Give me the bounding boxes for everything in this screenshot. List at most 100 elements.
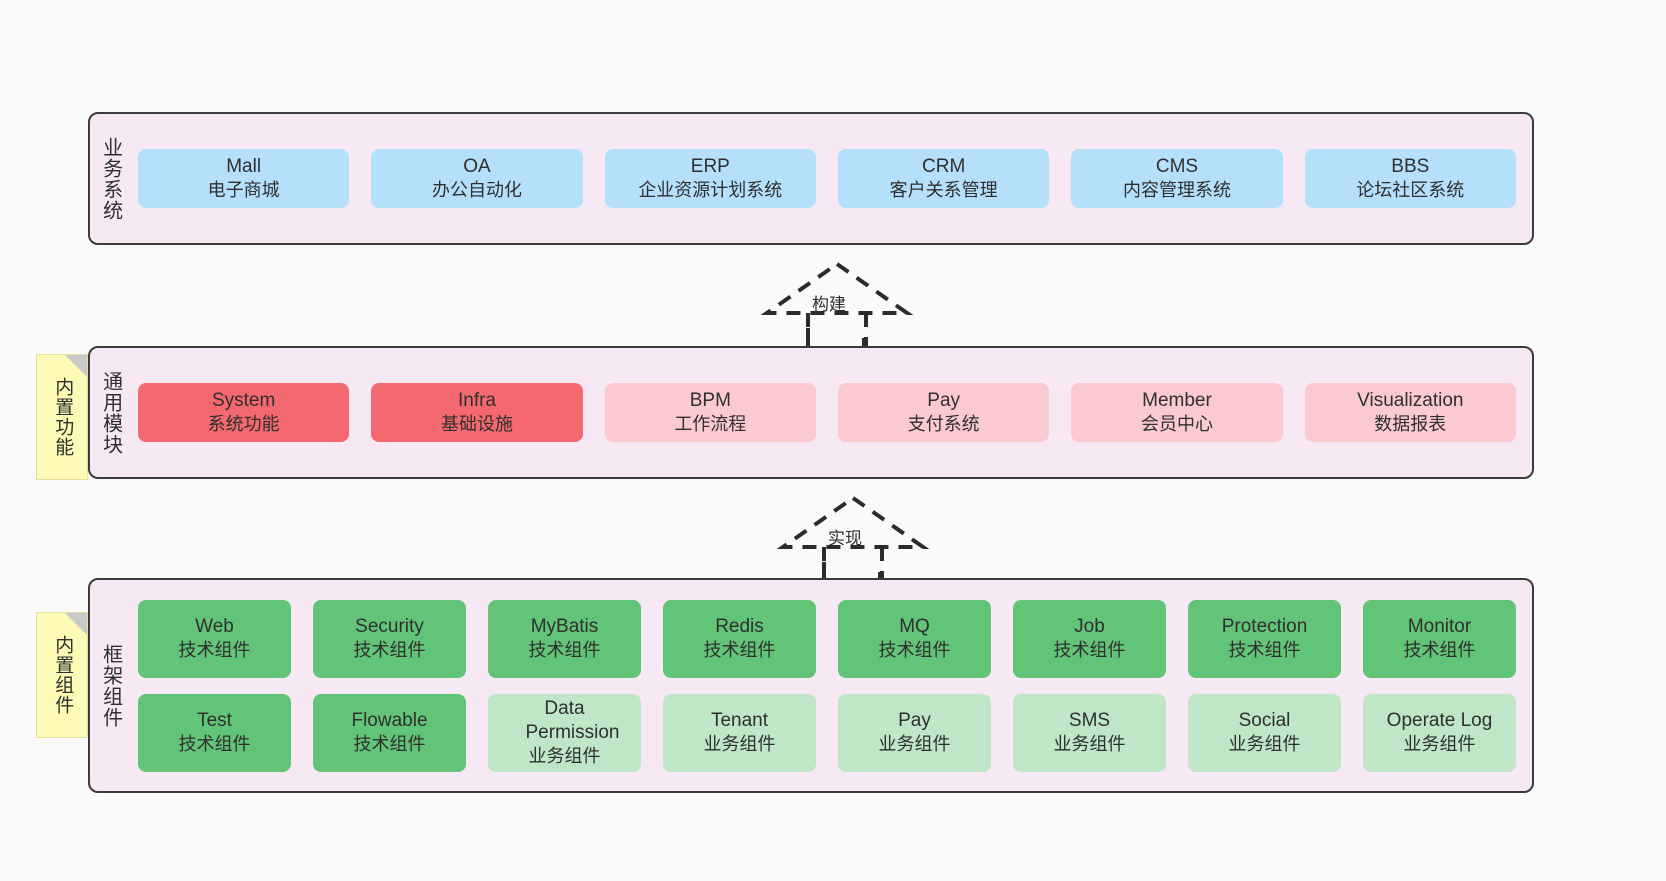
card-visualization-title: Visualization: [1357, 390, 1464, 412]
card-job-subtitle: 技术组件: [1053, 640, 1126, 661]
card-security-subtitle: 技术组件: [353, 640, 426, 661]
card-monitor-title: Monitor: [1407, 616, 1472, 638]
card-mybatis-title: MyBatis: [530, 616, 599, 638]
card-test[interactable]: Test 技术组件: [138, 693, 291, 772]
sticky-note-builtin-features-text: 内置功能: [52, 377, 74, 457]
card-security[interactable]: Security 技术组件: [313, 599, 466, 678]
card-pay-module-subtitle: 支付系统: [907, 414, 980, 435]
sticky-note-builtin-components: 内置组件: [36, 612, 88, 738]
card-erp-title: ERP: [690, 156, 730, 178]
card-cms[interactable]: CMS 内容管理系统: [1071, 149, 1283, 208]
card-web[interactable]: Web 技术组件: [138, 599, 291, 678]
card-redis-title: Redis: [715, 616, 764, 638]
card-flowable[interactable]: Flowable 技术组件: [313, 693, 466, 772]
card-crm-subtitle: 客户关系管理: [889, 180, 998, 201]
business-systems-row: Mall 电子商城 OA 办公自动化 ERP 企业资源计划系统 CRM 客户关系…: [138, 149, 1516, 208]
card-test-subtitle: 技术组件: [178, 734, 251, 755]
card-erp-subtitle: 企业资源计划系统: [638, 180, 783, 201]
card-sms-subtitle: 业务组件: [1053, 734, 1126, 755]
card-social-title: Social: [1238, 710, 1291, 732]
layer-body-framework-components: Web 技术组件 Security 技术组件 MyBatis 技术组件 Redi…: [130, 580, 1532, 791]
card-infra[interactable]: Infra 基础设施: [371, 383, 583, 442]
card-mq-subtitle: 技术组件: [878, 640, 951, 661]
common-modules-row: System 系统功能 Infra 基础设施 BPM 工作流程 Pay 支付系统…: [138, 383, 1516, 442]
framework-components-row-1: Web 技术组件 Security 技术组件 MyBatis 技术组件 Redi…: [138, 599, 1516, 678]
card-bbs-title: BBS: [1391, 156, 1430, 178]
card-mybatis-subtitle: 技术组件: [528, 640, 601, 661]
card-bbs-subtitle: 论坛社区系统: [1356, 180, 1465, 201]
connector-implement-label: 实现: [828, 529, 862, 548]
card-operate-log[interactable]: Operate Log 业务组件: [1363, 693, 1516, 772]
card-system[interactable]: System 系统功能: [138, 383, 350, 442]
card-member-subtitle: 会员中心: [1140, 414, 1213, 435]
card-job[interactable]: Job 技术组件: [1013, 599, 1166, 678]
sticky-note-builtin-components-text: 内置组件: [52, 635, 74, 715]
sticky-note-builtin-features: 内置功能: [36, 354, 88, 480]
card-mall-subtitle: 电子商城: [207, 180, 280, 201]
card-crm-title: CRM: [922, 156, 966, 178]
card-sms-title: SMS: [1068, 710, 1111, 732]
card-protection-title: Protection: [1221, 616, 1308, 638]
card-social[interactable]: Social 业务组件: [1188, 693, 1341, 772]
layer-framework-components: 框架组件 Web 技术组件 Security 技术组件 MyBatis 技术组件…: [88, 578, 1534, 793]
card-security-title: Security: [355, 616, 424, 638]
card-erp[interactable]: ERP 企业资源计划系统: [604, 149, 816, 208]
card-infra-subtitle: 基础设施: [440, 414, 513, 435]
card-social-subtitle: 业务组件: [1228, 734, 1301, 755]
card-member[interactable]: Member 会员中心: [1071, 383, 1283, 442]
card-mq[interactable]: MQ 技术组件: [838, 599, 991, 678]
card-oa-subtitle: 办公自动化: [431, 180, 522, 201]
card-pay-component-subtitle: 业务组件: [878, 734, 951, 755]
card-crm[interactable]: CRM 客户关系管理: [837, 149, 1050, 208]
card-pay-module-title: Pay: [927, 390, 961, 412]
card-mq-title: MQ: [899, 616, 930, 638]
card-bpm-title: BPM: [689, 390, 731, 412]
card-bpm[interactable]: BPM 工作流程: [604, 383, 816, 442]
card-data-permission[interactable]: Data Permission 业务组件: [488, 693, 641, 772]
framework-components-row-2: Test 技术组件 Flowable 技术组件 Data Permission …: [138, 693, 1516, 772]
layer-body-business-systems: Mall 电子商城 OA 办公自动化 ERP 企业资源计划系统 CRM 客户关系…: [130, 114, 1532, 243]
card-oa-title: OA: [463, 156, 491, 178]
card-tenant[interactable]: Tenant 业务组件: [663, 693, 816, 772]
layer-label-common-modules: 通用模块: [99, 370, 122, 455]
card-mall-title: Mall: [226, 156, 262, 178]
layer-body-common-modules: System 系统功能 Infra 基础设施 BPM 工作流程 Pay 支付系统…: [130, 348, 1532, 477]
card-mybatis[interactable]: MyBatis 技术组件: [488, 599, 641, 678]
card-redis-subtitle: 技术组件: [703, 640, 776, 661]
card-data-permission-subtitle: 业务组件: [528, 746, 601, 767]
card-pay-component[interactable]: Pay 业务组件: [838, 693, 991, 772]
card-data-permission-title: Data Permission: [525, 698, 620, 744]
card-tenant-subtitle: 业务组件: [703, 734, 776, 755]
card-bpm-subtitle: 工作流程: [674, 414, 747, 435]
card-protection-subtitle: 技术组件: [1228, 640, 1301, 661]
card-monitor-subtitle: 技术组件: [1403, 640, 1476, 661]
card-visualization-subtitle: 数据报表: [1374, 414, 1447, 435]
layer-common-modules: 通用模块 System 系统功能 Infra 基础设施 BPM 工作流程 Pay…: [88, 346, 1534, 479]
layer-business-systems: 业务系统 Mall 电子商城 OA 办公自动化 ERP 企业资源计划系统 CRM…: [88, 112, 1534, 245]
card-system-subtitle: 系统功能: [207, 414, 280, 435]
layer-label-business-systems: 业务系统: [99, 136, 122, 221]
connector-build-label: 构建: [812, 295, 846, 314]
card-web-subtitle: 技术组件: [178, 640, 251, 661]
card-cms-title: CMS: [1155, 156, 1199, 178]
card-protection[interactable]: Protection 技术组件: [1188, 599, 1341, 678]
card-pay-component-title: Pay: [898, 710, 931, 732]
card-oa[interactable]: OA 办公自动化: [371, 149, 583, 208]
card-test-title: Test: [197, 710, 232, 732]
card-monitor[interactable]: Monitor 技术组件: [1363, 599, 1516, 678]
card-redis[interactable]: Redis 技术组件: [663, 599, 816, 678]
card-job-title: Job: [1074, 616, 1105, 638]
card-flowable-subtitle: 技术组件: [353, 734, 426, 755]
card-mall[interactable]: Mall 电子商城: [138, 149, 350, 208]
card-sms[interactable]: SMS 业务组件: [1013, 693, 1166, 772]
card-pay-module[interactable]: Pay 支付系统: [837, 383, 1050, 442]
card-system-title: System: [211, 390, 276, 412]
card-member-title: Member: [1142, 390, 1212, 412]
card-operate-log-title: Operate Log: [1386, 710, 1493, 732]
card-visualization[interactable]: Visualization 数据报表: [1304, 383, 1516, 442]
card-web-title: Web: [195, 616, 234, 638]
layer-label-framework-components: 框架组件: [99, 643, 122, 728]
card-bbs[interactable]: BBS 论坛社区系统: [1304, 149, 1516, 208]
card-flowable-title: Flowable: [351, 710, 428, 732]
